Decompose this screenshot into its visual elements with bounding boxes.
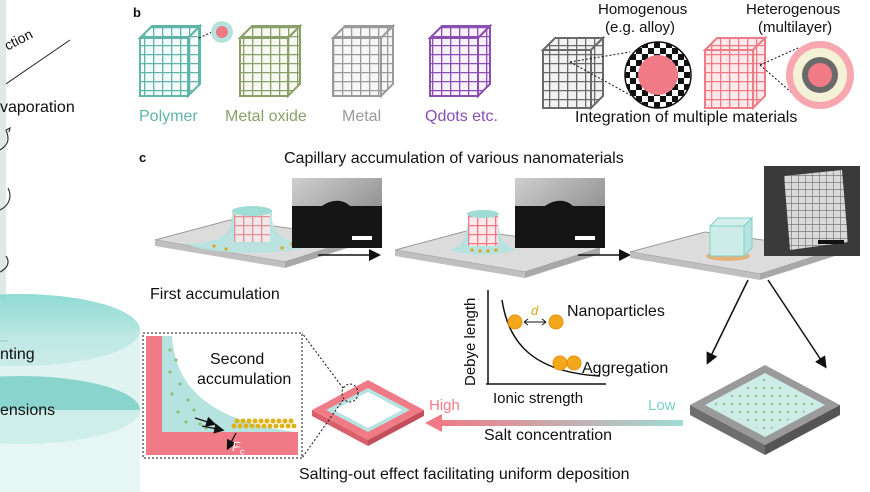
metal-cube bbox=[330, 23, 396, 99]
metal-oxide-cube bbox=[237, 23, 303, 99]
homogenous-cube bbox=[540, 35, 633, 111]
heterogenous-cube bbox=[702, 35, 801, 111]
bottom-caption: Salting-out effect facilitating uniform … bbox=[299, 466, 630, 483]
sem-image bbox=[764, 166, 860, 256]
label-metal: Metal bbox=[342, 108, 382, 125]
graph-xlabel: Ionic strength bbox=[493, 390, 584, 407]
salt-arrow bbox=[425, 414, 683, 432]
third-stage-art bbox=[629, 216, 836, 280]
pink-frame bbox=[301, 332, 424, 459]
force-symbol: F bbox=[232, 439, 240, 454]
zoom-inset bbox=[142, 332, 303, 459]
tem-image-1 bbox=[292, 178, 382, 248]
tem-image-2 bbox=[515, 178, 605, 248]
arrow-4 bbox=[767, 279, 827, 369]
panel-c-title: Capillary accumulation of various nanoma… bbox=[284, 150, 624, 167]
label-polymer: Polymer bbox=[139, 108, 198, 125]
label-metal-oxide: Metal oxide bbox=[225, 108, 307, 125]
first-accumulation-label: First accumulation bbox=[150, 286, 280, 303]
high-label: High bbox=[429, 397, 460, 414]
nanoparticles-label: Nanoparticles bbox=[567, 303, 665, 320]
arrow-3 bbox=[706, 279, 749, 365]
second-accumulation-line1: Second bbox=[210, 351, 265, 368]
left-fragment-evaporation: vaporation bbox=[0, 99, 75, 116]
label-qdots: Qdots etc. bbox=[425, 108, 498, 125]
low-label: Low bbox=[648, 397, 676, 414]
deposited-substrate bbox=[690, 365, 840, 455]
homogenous-title: Homogenous bbox=[598, 1, 688, 18]
left-fragment-dimensions: ensions bbox=[0, 402, 56, 419]
heterogenous-title: Heterogenous bbox=[746, 1, 841, 18]
force-subscript: c bbox=[239, 446, 245, 457]
panel-c-label: c bbox=[139, 150, 147, 165]
homogenous-sub: (e.g. alloy) bbox=[605, 19, 676, 36]
graph-ylabel: Debye length bbox=[462, 297, 479, 386]
panel-b-label: b bbox=[133, 5, 141, 20]
multilayer-particle bbox=[786, 41, 854, 109]
alloy-particle bbox=[624, 41, 692, 109]
aggregation-label: Aggregation bbox=[582, 360, 669, 377]
salt-concentration-label: Salt concentration bbox=[484, 427, 613, 444]
left-panel-art bbox=[0, 0, 140, 492]
debye-graph bbox=[486, 290, 606, 385]
qdots-cube bbox=[427, 23, 493, 99]
graph-d-label: d bbox=[531, 303, 539, 318]
force-label: Fc bbox=[232, 440, 244, 457]
polymer-cube bbox=[137, 21, 233, 99]
integration-label: Integration of multiple materials bbox=[575, 109, 798, 126]
left-fragment-printing: nting bbox=[0, 346, 35, 363]
heterogenous-sub: (multilayer) bbox=[758, 19, 833, 36]
second-accumulation-line2: accumulation bbox=[197, 371, 292, 388]
